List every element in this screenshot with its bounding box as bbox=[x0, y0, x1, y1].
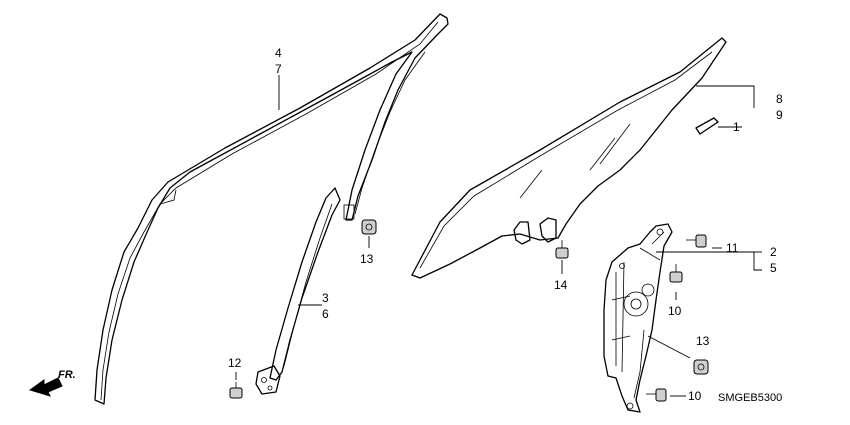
callout-10-lower: 10 bbox=[688, 389, 702, 403]
callout-12: 12 bbox=[228, 356, 242, 370]
callout-2: 2 bbox=[770, 245, 777, 259]
callout-1: 1 bbox=[733, 120, 740, 134]
callouts: 4 7 3 6 8 9 1 11 2 5 10 13 10 13 14 12 bbox=[228, 46, 783, 403]
bolt-10-upper bbox=[669, 264, 683, 283]
bolt-14 bbox=[555, 240, 569, 259]
callout-10-upper: 10 bbox=[668, 304, 682, 318]
callout-5: 5 bbox=[770, 261, 777, 275]
callout-3: 3 bbox=[322, 291, 329, 305]
callout-9: 9 bbox=[776, 108, 783, 122]
callout-4: 4 bbox=[275, 46, 282, 60]
nut-13-left bbox=[361, 219, 377, 235]
callout-6: 6 bbox=[322, 307, 329, 321]
window-regulator bbox=[603, 223, 673, 413]
leader-lines bbox=[235, 75, 762, 397]
callout-13-left: 13 bbox=[360, 252, 374, 266]
diagram-code: SMGEB5300 bbox=[718, 392, 782, 404]
callout-11: 11 bbox=[726, 241, 739, 255]
glass-seal-piece bbox=[695, 117, 719, 135]
direction-label: FR. bbox=[58, 369, 76, 381]
front-run-channel bbox=[255, 187, 341, 395]
bolt-10-lower bbox=[646, 388, 667, 402]
front-direction-arrow: FR. bbox=[28, 369, 76, 397]
bolt-11 bbox=[686, 234, 707, 248]
nut-13-right bbox=[693, 359, 709, 375]
door-glass bbox=[411, 37, 727, 279]
callout-7: 7 bbox=[275, 62, 282, 76]
bolt-12 bbox=[229, 382, 243, 399]
callout-8: 8 bbox=[776, 92, 783, 106]
callout-13-right: 13 bbox=[696, 334, 710, 348]
callout-14: 14 bbox=[554, 278, 568, 292]
door-sash-molding bbox=[94, 13, 449, 405]
